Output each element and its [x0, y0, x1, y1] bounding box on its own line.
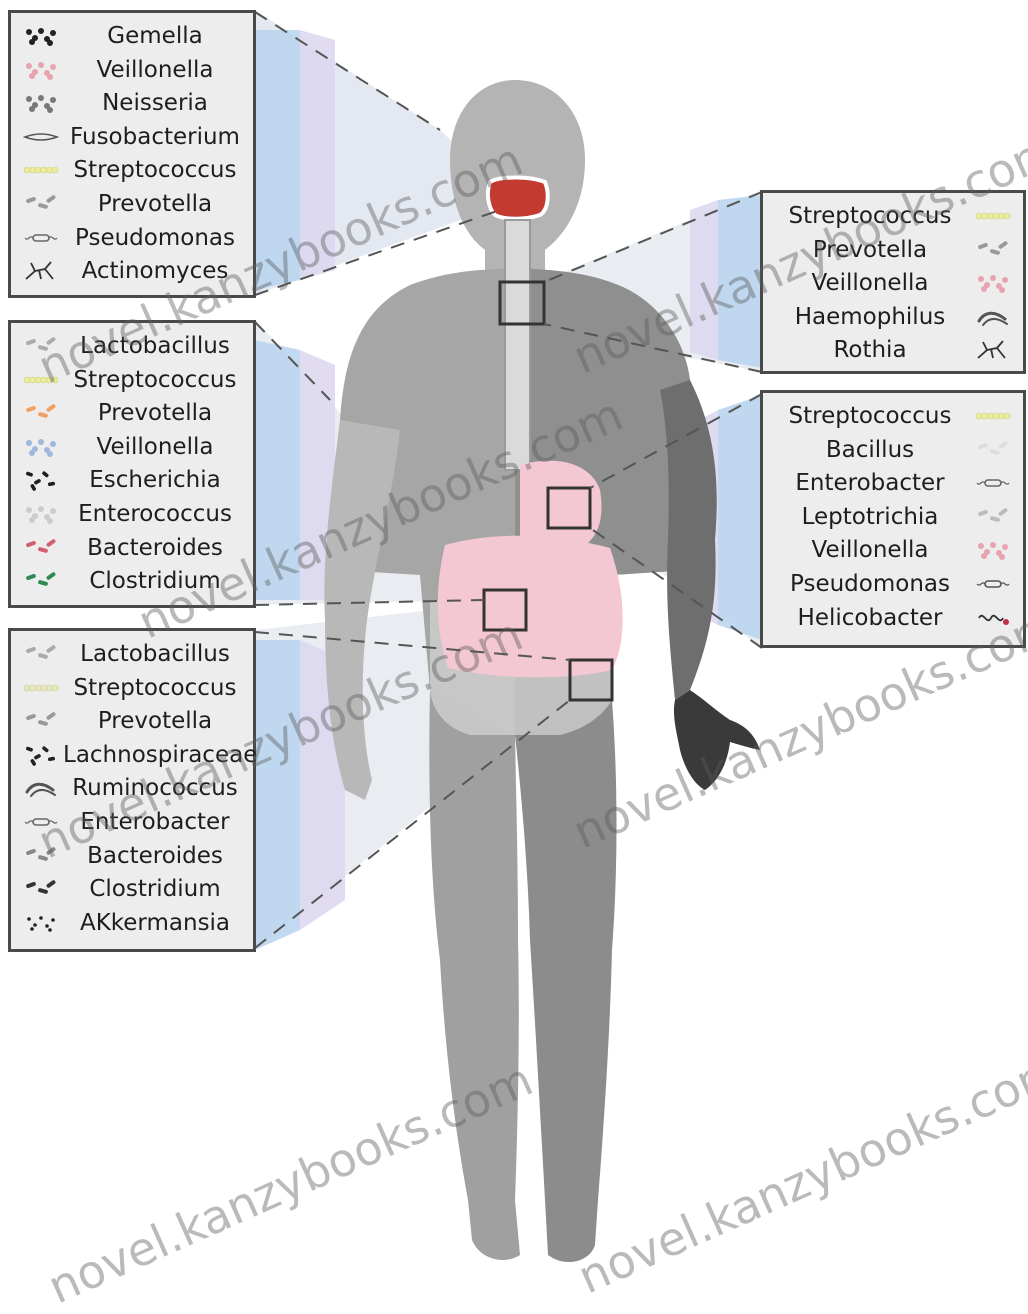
spindle-rod-icon	[21, 124, 61, 150]
yellow-chain-icon	[21, 157, 61, 183]
pink-cocci-icon	[973, 537, 1013, 563]
pale-cocci-icon	[21, 501, 61, 527]
short-rod-icon	[21, 708, 61, 734]
organism-label: Veillonella	[769, 533, 971, 567]
legend-row: Neisseria	[11, 86, 253, 120]
branched-filament-icon	[973, 337, 1013, 363]
organism-label: Haemophilus	[769, 300, 971, 334]
flagellated-rod-icon	[973, 571, 1013, 597]
organism-label: Veillonella	[63, 430, 247, 464]
long-rod-icon	[21, 641, 61, 667]
legend-row: Pseudomonas	[763, 567, 1023, 601]
organism-label: Gemella	[63, 19, 247, 53]
organism-label: Bacillus	[769, 433, 971, 467]
legend-row: Enterococcus	[11, 497, 253, 531]
organism-label: Clostridium	[63, 872, 247, 906]
dark-rod-icon	[21, 876, 61, 902]
green-rod-icon	[21, 568, 61, 594]
curved-rod-icon	[21, 775, 61, 801]
pink-rod-icon	[21, 535, 61, 561]
legend-row: Enterobacter	[763, 466, 1023, 500]
right-leg	[515, 700, 617, 1262]
organism-label: Prevotella	[63, 396, 247, 430]
pink-cocci-icon	[21, 57, 61, 83]
organism-label: Veillonella	[63, 53, 247, 87]
legend-row: Leptotrichia	[763, 500, 1023, 534]
organism-label: Streptococcus	[63, 153, 247, 187]
dots-icon	[21, 910, 61, 936]
organism-label: Rothia	[769, 333, 971, 367]
legend-row: Prevotella	[11, 704, 253, 738]
orange-rod-icon	[21, 400, 61, 426]
legend-row: Lactobacillus	[11, 637, 253, 671]
legend-row: Clostridium	[11, 872, 253, 906]
pale-rod-icon	[973, 437, 1013, 463]
legend-row: Veillonella	[763, 533, 1023, 567]
legend-row: Veillonella	[11, 430, 253, 464]
pink-cocci-icon	[973, 270, 1013, 296]
legend-row: Fusobacterium	[11, 120, 253, 154]
short-rod-icon	[973, 237, 1013, 263]
legend-row: Haemophilus	[763, 300, 1023, 334]
legend-row: Prevotella	[11, 187, 253, 221]
organism-label: Escherichia	[63, 463, 247, 497]
legend-row: AKkermansia	[11, 906, 253, 940]
legend-row: Escherichia	[11, 463, 253, 497]
flagellated-rod-icon	[21, 225, 61, 251]
legend-row: Bacteroides	[11, 531, 253, 565]
legend-row: Streptococcus	[763, 399, 1023, 433]
organism-label: Fusobacterium	[63, 120, 247, 154]
dark-rod-cluster-icon	[21, 742, 61, 768]
legend-row: Bacillus	[763, 433, 1023, 467]
organism-label: Enterococcus	[63, 497, 247, 531]
pale-rod-icon	[973, 504, 1013, 530]
legend-row: Veillonella	[11, 53, 253, 87]
diplococci-icon	[21, 90, 61, 116]
organism-label: Neisseria	[63, 86, 247, 120]
blue-cocci-icon	[21, 434, 61, 460]
legend-row: Gemella	[11, 19, 253, 53]
legend-row: Streptococcus	[11, 153, 253, 187]
pale-chain-icon	[21, 675, 61, 701]
organism-label: Helicobacter	[769, 601, 971, 635]
legend-row: Prevotella	[11, 396, 253, 430]
organism-label: Leptotrichia	[769, 500, 971, 534]
organism-label: Pseudomonas	[63, 221, 247, 255]
legend-row: Streptococcus	[11, 671, 253, 705]
legend-row: Rothia	[763, 333, 1023, 367]
organism-label: Streptococcus	[769, 399, 971, 433]
organism-label: Enterobacter	[769, 466, 971, 500]
branched-filament-icon	[21, 258, 61, 284]
curved-rod-icon	[973, 304, 1013, 330]
organism-label: Prevotella	[63, 704, 247, 738]
organism-label: Prevotella	[63, 187, 247, 221]
legend-row: Pseudomonas	[11, 221, 253, 255]
black-rod-cluster-icon	[21, 467, 61, 493]
short-rod-icon	[21, 191, 61, 217]
dark-cocci-cluster-icon	[21, 23, 61, 49]
organism-label: AKkermansia	[63, 906, 247, 940]
organism-label: Streptococcus	[63, 671, 247, 705]
left-leg	[429, 690, 520, 1260]
yellow-chain-icon	[973, 403, 1013, 429]
flagellated-rod-icon	[973, 470, 1013, 496]
organism-label: Pseudomonas	[769, 567, 971, 601]
